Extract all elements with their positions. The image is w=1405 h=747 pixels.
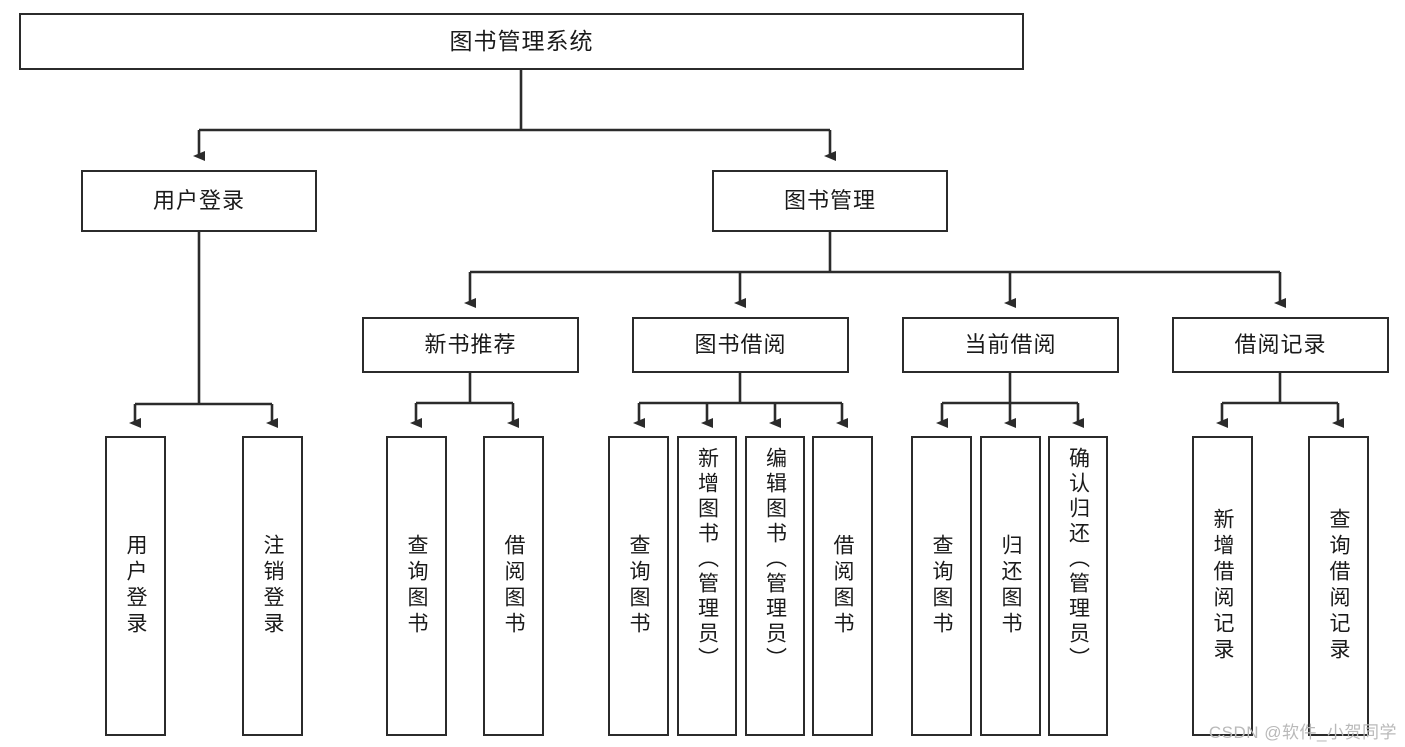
leaf-user-login[interactable]: 用户登录: [105, 436, 166, 736]
leaf-book-borrow-query-book[interactable]: 查询图书: [608, 436, 669, 736]
node-label: 查询图书: [405, 534, 428, 638]
node-label: 查询图书: [930, 534, 953, 638]
node-label: 查询图书: [627, 534, 650, 638]
leaf-current-borrow-return-book[interactable]: 归还图书: [980, 436, 1041, 736]
node-label: 用户登录: [124, 534, 147, 638]
node-label: 新书推荐: [424, 332, 517, 358]
node-label: 查询借阅记录: [1327, 508, 1350, 664]
leaf-current-borrow-confirm-return-admin[interactable]: 确认归还（管理员）: [1048, 436, 1108, 736]
node-book-management[interactable]: 图书管理: [712, 170, 948, 232]
node-new-book-recommend[interactable]: 新书推荐: [362, 317, 579, 373]
node-label: 借阅图书: [831, 534, 854, 638]
node-label: 归还图书: [999, 534, 1022, 638]
watermark-text: CSDN @软件_小贺同学: [1208, 723, 1397, 742]
node-label: 新增图书（管理员）: [695, 447, 719, 672]
node-user-login[interactable]: 用户登录: [81, 170, 317, 232]
node-label: 图书管理系统: [449, 27, 594, 54]
leaf-new-book-borrow-book[interactable]: 借阅图书: [483, 436, 544, 736]
node-label: 当前借阅: [964, 332, 1057, 358]
node-label: 借阅记录: [1234, 332, 1327, 358]
node-label: 图书借阅: [694, 332, 787, 358]
leaf-borrow-record-add-record[interactable]: 新增借阅记录: [1192, 436, 1253, 736]
leaf-book-borrow-borrow-book[interactable]: 借阅图书: [812, 436, 873, 736]
leaf-book-borrow-edit-book-admin[interactable]: 编辑图书（管理员）: [745, 436, 805, 736]
node-book-borrow[interactable]: 图书借阅: [632, 317, 849, 373]
leaf-book-borrow-add-book-admin[interactable]: 新增图书（管理员）: [677, 436, 737, 736]
node-label: 用户登录: [152, 188, 245, 214]
node-label: 确认归还（管理员）: [1066, 447, 1090, 672]
leaf-logout[interactable]: 注销登录: [242, 436, 303, 736]
node-label: 新增借阅记录: [1211, 508, 1234, 664]
node-borrow-record[interactable]: 借阅记录: [1172, 317, 1389, 373]
node-label: 图书管理: [783, 188, 876, 214]
node-current-borrow[interactable]: 当前借阅: [902, 317, 1119, 373]
node-label: 编辑图书（管理员）: [763, 447, 787, 672]
leaf-borrow-record-query-record[interactable]: 查询借阅记录: [1308, 436, 1369, 736]
leaf-new-book-query-book[interactable]: 查询图书: [386, 436, 447, 736]
node-root-library-system[interactable]: 图书管理系统: [19, 13, 1024, 70]
node-label: 借阅图书: [502, 534, 525, 638]
leaf-current-borrow-query-book[interactable]: 查询图书: [911, 436, 972, 736]
node-label: 注销登录: [261, 534, 284, 638]
